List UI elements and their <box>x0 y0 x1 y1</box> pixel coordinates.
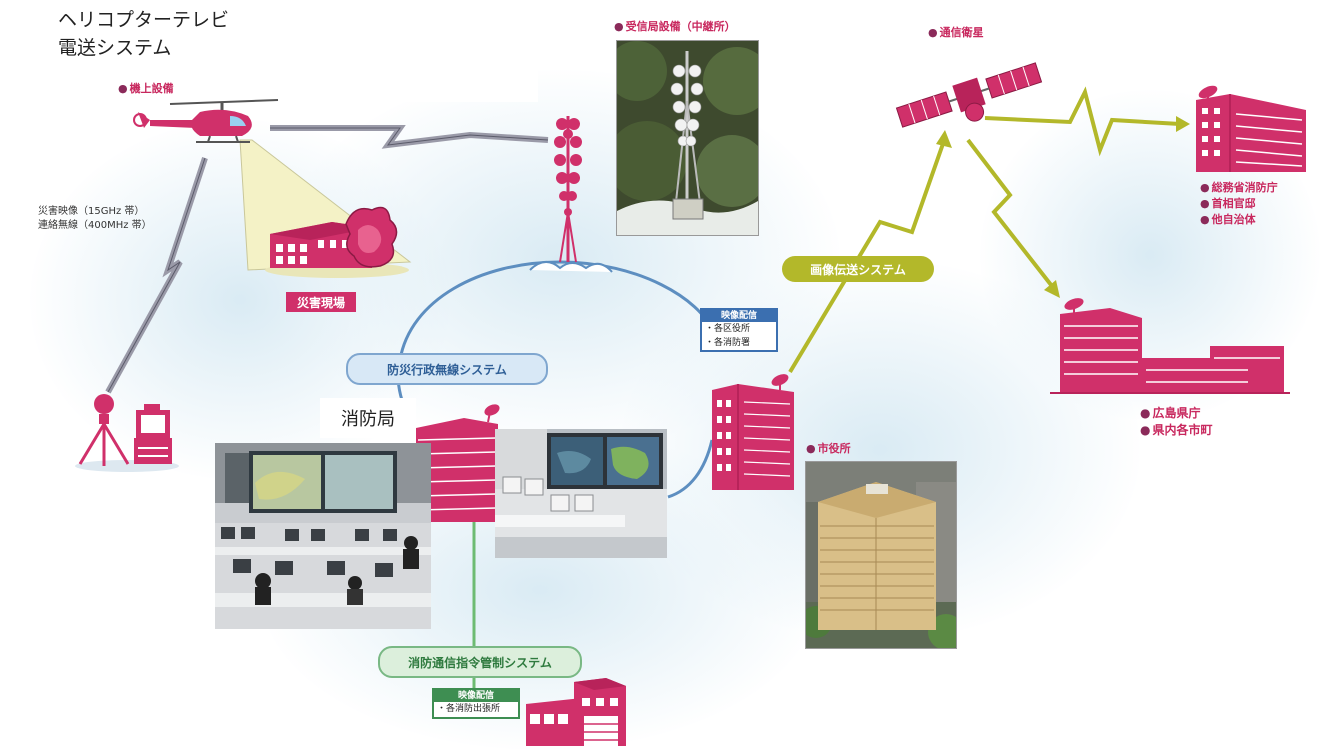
ground-station-icon <box>75 394 179 472</box>
city-hall-building-icon <box>712 374 794 490</box>
city-callout-header: 映像配信 <box>702 310 776 322</box>
fire-hq-building-icon <box>416 404 500 522</box>
control-room-photo-1 <box>215 443 431 629</box>
national-2: 首相官邸 <box>1211 197 1256 210</box>
city-satellite-link <box>788 137 947 374</box>
satellite-label-text: 通信衛星 <box>939 26 984 39</box>
disaster-site-text: 災害現場 <box>296 295 345 310</box>
national-3: 他自治体 <box>1211 213 1256 226</box>
city-callout-item-1: ・各区役所 <box>705 324 751 334</box>
city-callout-item-2: ・各消防署 <box>705 338 751 348</box>
helicopter-icon <box>133 99 279 143</box>
heli-ground-link <box>105 157 208 394</box>
city-hall-text: 市役所 <box>817 442 851 455</box>
link-labels: 災害映像（15GHz 帯） 連絡無線（400MHz 帯） <box>38 205 152 233</box>
fire-command-text: 消防通信指令管制システム <box>408 655 552 670</box>
disaster-site-label: 災害現場 <box>286 292 356 312</box>
onboard-label-text: 機上設備 <box>129 82 174 95</box>
fire-branch-building-icon <box>526 678 626 746</box>
national-list: ●総務省消防庁 ●首相官邸 ●他自治体 <box>1200 181 1278 226</box>
fire-hq-text: 消防局 <box>341 409 395 430</box>
satellite-icon <box>895 62 1043 128</box>
relay-tower-icon <box>554 116 582 263</box>
prefecture-building-icon <box>1050 298 1290 394</box>
national-1: 総務省消防庁 <box>1211 181 1278 194</box>
fire-hq-label: 消防局 <box>320 398 416 438</box>
bousai-system-text: 防災行政無線システム <box>387 362 507 377</box>
city-hall-label: ●市役所 <box>806 442 851 455</box>
receiving-station-label: ●受信局設備（中継所） <box>614 20 736 33</box>
title-line-2: 電送システム <box>58 37 172 59</box>
national-building-icon <box>1196 85 1306 172</box>
fire-callout: 映像配信 ・各消防出張所 <box>432 688 520 719</box>
link-label-2: 連絡無線（400MHz 帯） <box>38 220 152 231</box>
disaster-building-icon <box>265 206 409 278</box>
fire-callout-item-1: ・各消防出張所 <box>437 704 501 714</box>
satellite-label: ●通信衛星 <box>928 26 984 39</box>
receiving-station-photo <box>616 40 759 236</box>
prefecture-1: 広島県庁 <box>1152 406 1201 420</box>
fire-callout-header: 映像配信 <box>434 690 518 702</box>
prefecture-2: 県内各市町 <box>1152 423 1213 437</box>
satellite-national-link <box>984 86 1181 157</box>
page-title: ヘリコプターテレビ 電送システム <box>52 4 276 72</box>
satellite-prefecture-link <box>966 138 1057 292</box>
image-transfer-text: 画像伝送システム <box>810 262 906 277</box>
link-label-1: 災害映像（15GHz 帯） <box>38 206 145 217</box>
receiving-station-text: 受信局設備（中継所） <box>625 20 736 33</box>
image-transfer-pill: 画像伝送システム <box>782 256 934 282</box>
control-room-photo-2 <box>495 429 667 558</box>
city-hall-photo <box>805 461 957 649</box>
blank-patch <box>330 68 538 102</box>
fire-command-pill: 消防通信指令管制システム <box>378 646 582 678</box>
onboard-label: ●機上設備 <box>118 82 174 95</box>
bousai-system-pill: 防災行政無線システム <box>346 353 548 385</box>
city-callout: 映像配信 ・各区役所 ・各消防署 <box>700 308 778 352</box>
bousai-ring <box>398 260 714 361</box>
title-line-1: ヘリコプターテレビ <box>58 9 230 31</box>
prefecture-list: ●広島県庁 ●県内各市町 <box>1140 406 1213 437</box>
